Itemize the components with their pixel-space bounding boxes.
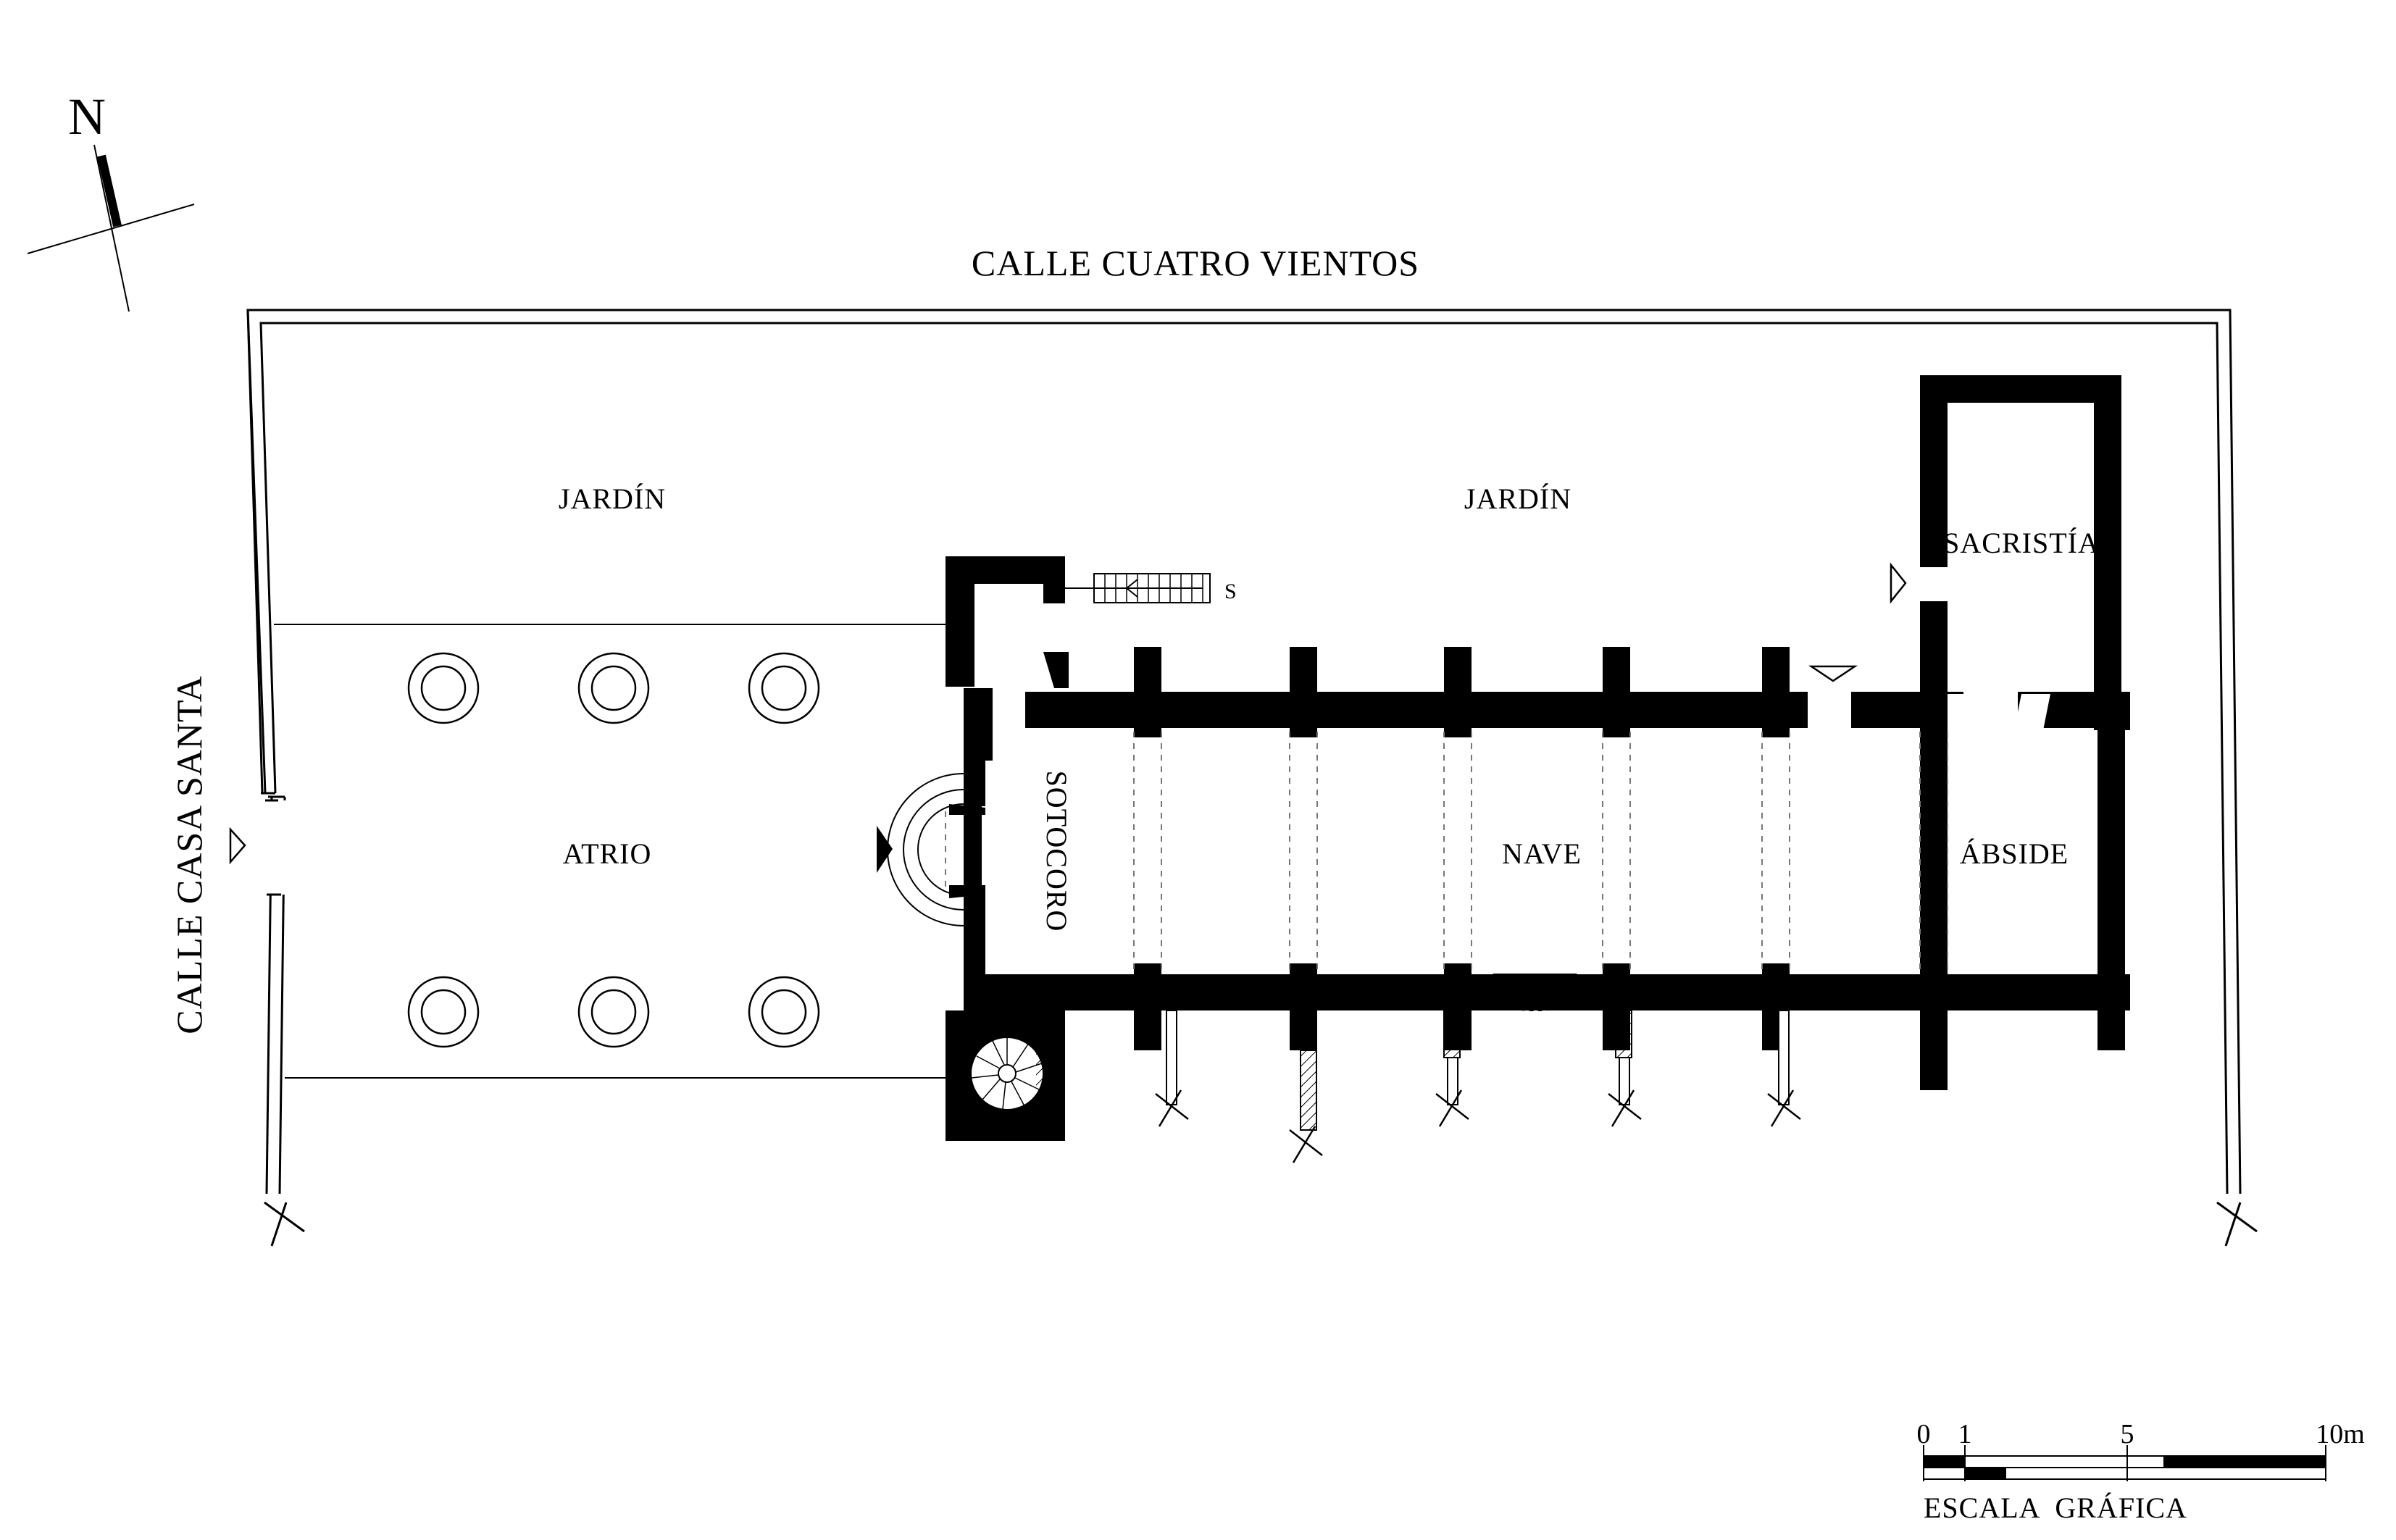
side-door-marker xyxy=(1808,665,1858,682)
scale-tick-10: 10m xyxy=(2316,1419,2365,1449)
side-niche xyxy=(1493,974,1577,1011)
nave-label: NAVE xyxy=(1502,837,1582,870)
boundary-cut-marks xyxy=(264,1201,2258,1247)
garden-right-label: JARDÍN xyxy=(1464,482,1571,515)
church-entrance-marker xyxy=(877,826,893,873)
spiral-stair xyxy=(970,1037,1065,1110)
sotocoro-label: SOTOCORO xyxy=(1040,771,1073,932)
buttress-cut-marks xyxy=(1155,1089,1801,1163)
garden-stair xyxy=(1065,573,1211,603)
graphic-scale: 0 1 5 10m ESCALA GRÁFICA xyxy=(1917,1419,2365,1524)
scale-tick-5: 5 xyxy=(2121,1419,2134,1449)
street-left-label: CALLE CASA SANTA xyxy=(169,675,209,1034)
scale-caption: ESCALA GRÁFICA xyxy=(1924,1491,2187,1524)
north-label: N xyxy=(68,88,106,146)
stair-mark: S xyxy=(1224,579,1237,603)
atrium-columns xyxy=(407,652,820,1048)
garden-left-label: JARDÍN xyxy=(559,482,666,515)
buttress-extensions xyxy=(1166,1010,1790,1131)
atrium-entrance-marker xyxy=(229,827,246,865)
portal-arcs xyxy=(887,773,964,926)
atrium-label: ATRIO xyxy=(563,837,652,870)
atrium-lines xyxy=(274,624,946,1079)
scale-tick-1: 1 xyxy=(1958,1419,1972,1449)
street-top-label: CALLE CUATRO VIENTOS xyxy=(972,243,1419,283)
north-arrow: N xyxy=(27,88,195,312)
sacristy-label: SACRISTÍA xyxy=(1943,527,2100,559)
apse-label: ÁBSIDE xyxy=(1960,837,2069,870)
transverse-arches xyxy=(945,732,1948,971)
scale-tick-0: 0 xyxy=(1917,1419,1931,1449)
sacristy-entrance-marker xyxy=(1890,562,1907,604)
church-walls xyxy=(946,375,2130,1141)
